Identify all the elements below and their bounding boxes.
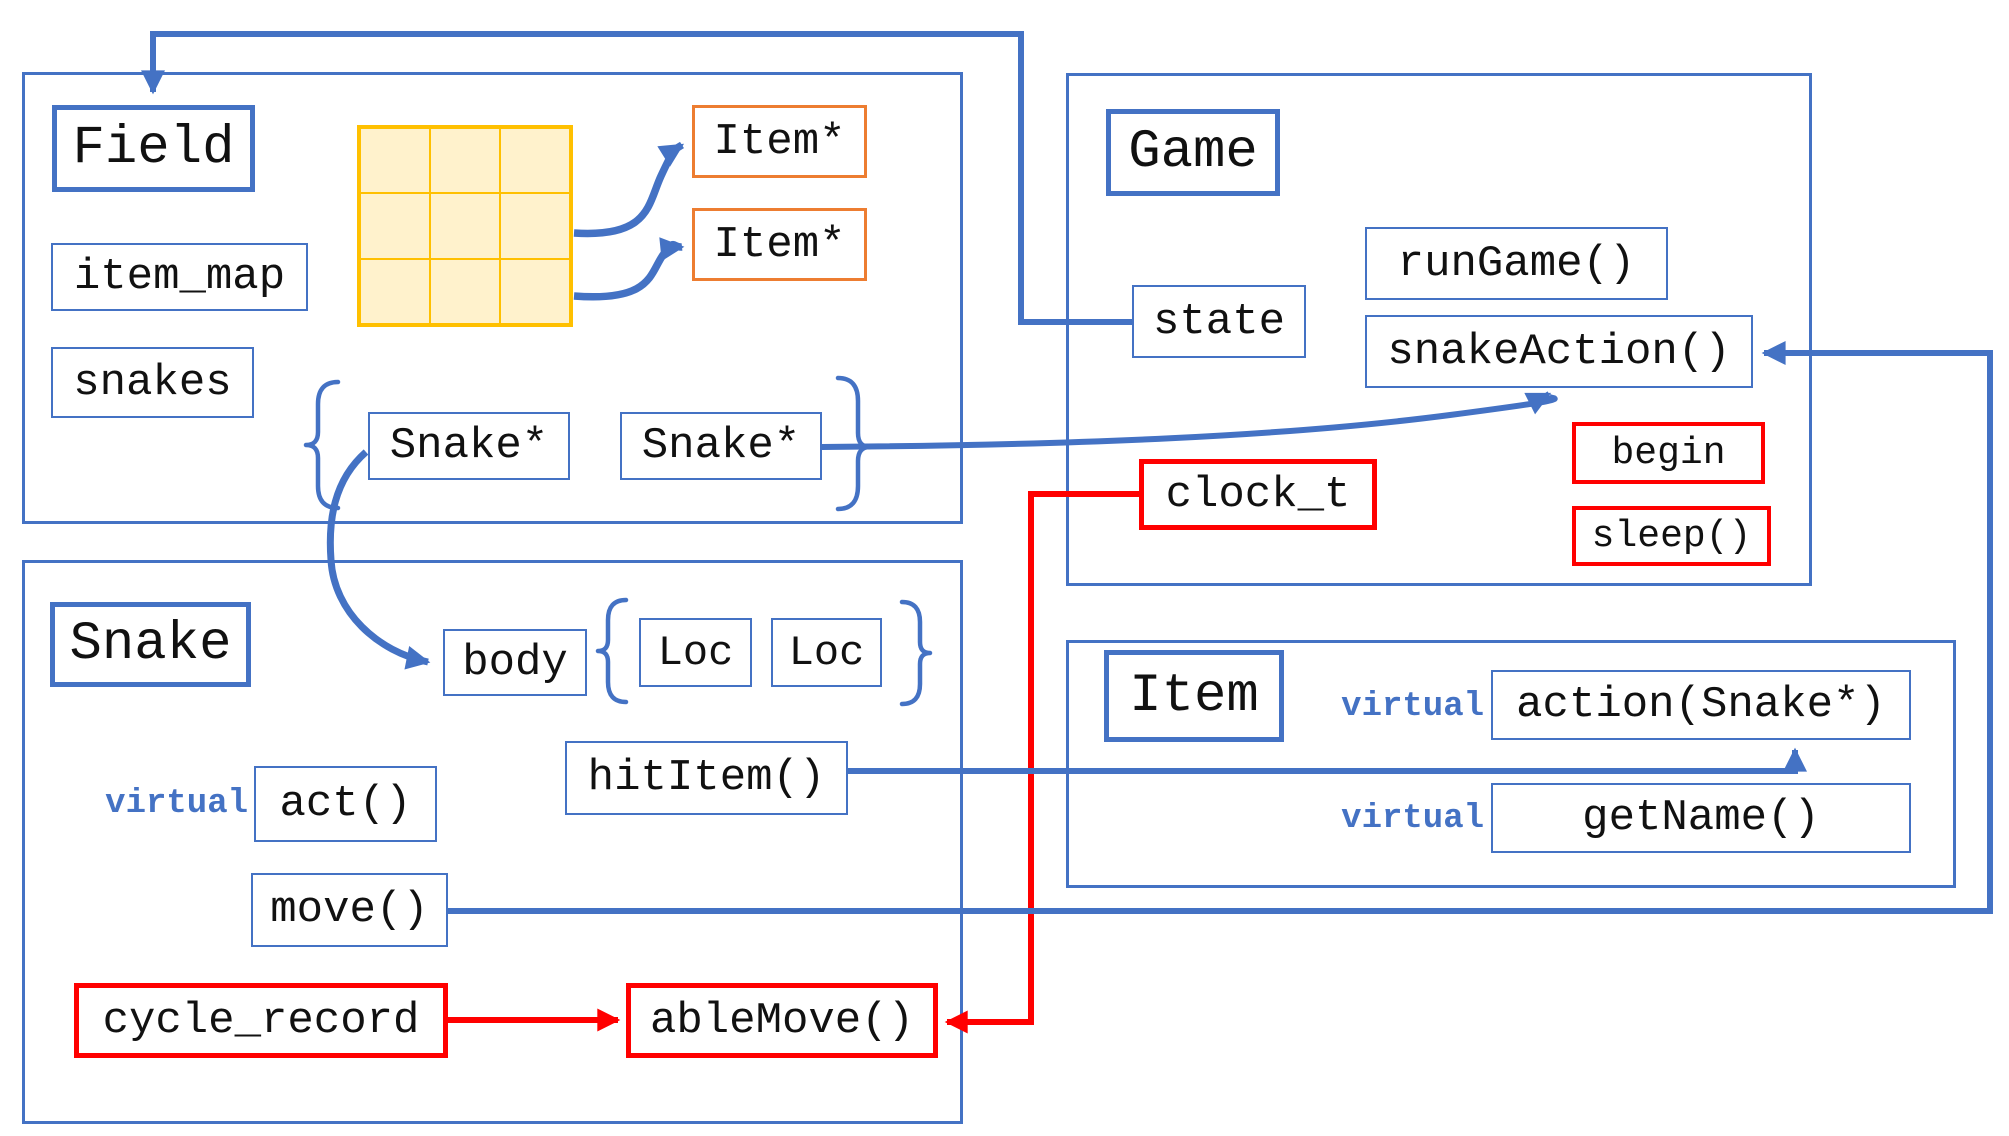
class-title-game: Game	[1106, 109, 1280, 196]
member-able-move: ableMove()	[626, 983, 938, 1058]
member-state: state	[1132, 285, 1306, 358]
member-item-map: item_map	[51, 243, 308, 311]
member-run-game: runGame()	[1365, 227, 1668, 300]
member-body: body	[443, 629, 587, 696]
grid-cell	[360, 193, 430, 259]
pointer-snake-1: Snake*	[368, 412, 570, 480]
virtual-keyword-action: virtual	[1341, 688, 1484, 726]
grid-cell	[430, 258, 500, 324]
class-title-item: Item	[1104, 650, 1284, 742]
virtual-keyword-act: virtual	[105, 785, 248, 823]
virtual-keyword-get-name: virtual	[1341, 800, 1484, 838]
class-title-field: Field	[52, 105, 255, 192]
pointer-item-2: Item*	[692, 208, 867, 281]
member-begin: begin	[1572, 422, 1765, 484]
grid-cell	[430, 193, 500, 259]
member-loc-2: Loc	[771, 618, 882, 687]
member-sleep: sleep()	[1572, 506, 1771, 566]
member-get-name: getName()	[1491, 783, 1911, 853]
grid-cell	[430, 128, 500, 194]
member-cycle-record: cycle_record	[74, 983, 448, 1058]
grid-cell	[360, 258, 430, 324]
item-map-grid	[357, 125, 573, 327]
grid-cell	[500, 258, 570, 324]
grid-cell	[500, 193, 570, 259]
pointer-snake-2: Snake*	[620, 412, 822, 480]
member-action: action(Snake*)	[1491, 670, 1911, 740]
member-move: move()	[251, 873, 448, 947]
member-loc-1: Loc	[639, 618, 752, 687]
member-hit-item: hitItem()	[565, 741, 848, 815]
member-clock-t: clock_t	[1139, 459, 1377, 530]
member-act: act()	[254, 766, 437, 842]
pointer-item-1: Item*	[692, 105, 867, 178]
member-snakes: snakes	[51, 347, 254, 418]
grid-cell	[360, 128, 430, 194]
grid-cell	[500, 128, 570, 194]
class-title-snake: Snake	[50, 602, 251, 687]
member-snake-action: snakeAction()	[1365, 315, 1753, 388]
